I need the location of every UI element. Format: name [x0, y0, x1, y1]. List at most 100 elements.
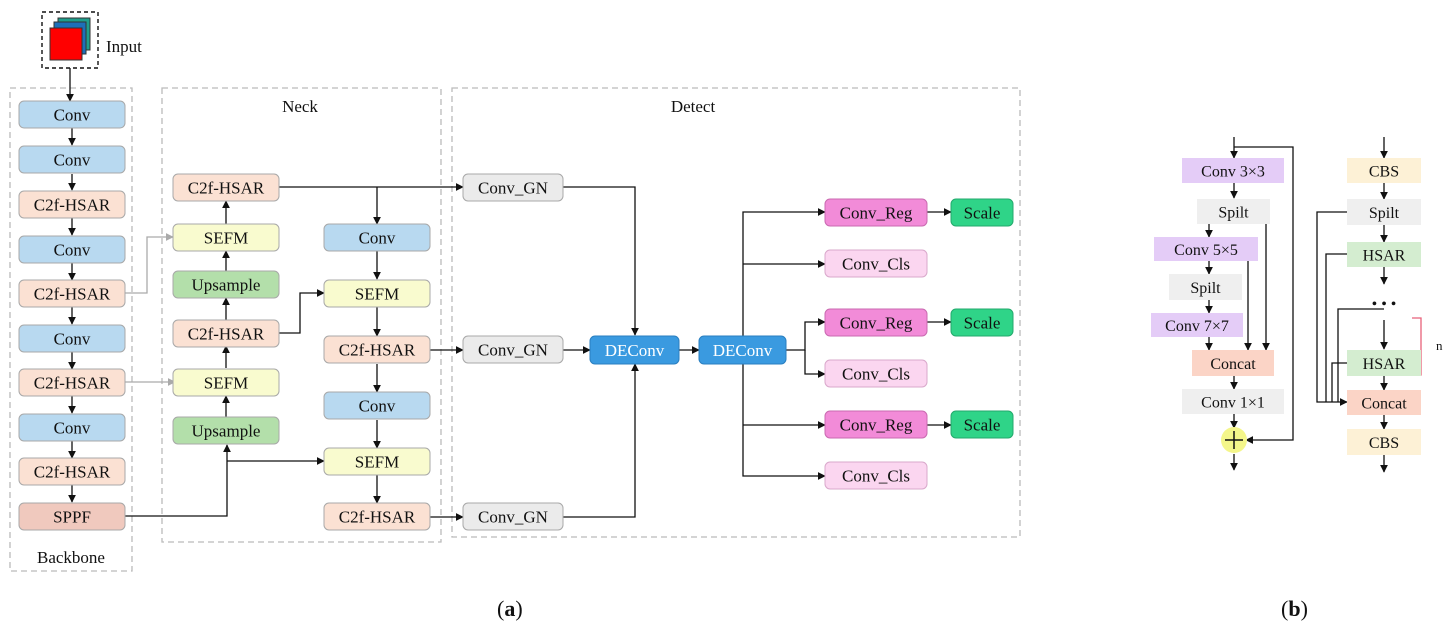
- backbone-block-7: Conv: [18, 413, 126, 442]
- hsar-conv5-label: Conv 5×5: [1174, 242, 1238, 259]
- blocks: ConvConvC2f-HSARConvC2f-HSARConvC2f-HSAR…: [18, 100, 1421, 531]
- backbone-block-4-label: C2f-HSAR: [34, 285, 111, 304]
- conv-gn-0: Conv_GN: [462, 173, 564, 202]
- hsar-conv1-label: Conv 1×1: [1201, 395, 1265, 412]
- backbone-frame: [9, 87, 133, 572]
- neck-left-block-5-label: Upsample: [192, 422, 261, 441]
- neck-right-block-2: C2f-HSAR: [323, 335, 431, 364]
- c2f-concat-label: Concat: [1361, 396, 1407, 413]
- neck-left-block-3-label: C2f-HSAR: [188, 325, 265, 344]
- backbone-block-4: C2f-HSAR: [18, 279, 126, 308]
- neck-right-block-5-label: C2f-HSAR: [339, 508, 416, 527]
- neck-right-block-5: C2f-HSAR: [323, 502, 431, 531]
- neck-left-block-2: Upsample: [172, 270, 280, 299]
- neck-left-block-2-label: Upsample: [192, 276, 261, 295]
- scale-0-label: Scale: [964, 204, 1001, 223]
- hsar-split-1: Spilt: [1169, 274, 1242, 300]
- backbone-block-5-label: Conv: [54, 330, 91, 349]
- backbone-block-1-label: Conv: [54, 151, 91, 170]
- neck-right-block-2-label: C2f-HSAR: [339, 341, 416, 360]
- conv-reg-0-label: Conv_Reg: [840, 204, 913, 223]
- neck-right-block-0: Conv: [323, 223, 431, 252]
- backbone-block-7-label: Conv: [54, 419, 91, 438]
- backbone-block-0: Conv: [18, 100, 126, 129]
- backbone-block-3-label: Conv: [54, 241, 91, 260]
- n-label: n: [1436, 338, 1443, 353]
- deconv-0: DEConv: [589, 335, 680, 365]
- hsar-conv1: Conv 1×1: [1182, 389, 1284, 414]
- neck-title: Neck: [282, 97, 318, 116]
- hsar-split-0: Spilt: [1197, 199, 1270, 224]
- scale-1: Scale: [950, 308, 1014, 337]
- backbone-block-2: C2f-HSAR: [18, 190, 126, 219]
- conv-reg-0: Conv_Reg: [824, 198, 928, 227]
- conv-gn-1-label: Conv_GN: [478, 341, 548, 360]
- conv-cls-2-label: Conv_Cls: [842, 467, 910, 486]
- backbone-block-6-label: C2f-HSAR: [34, 374, 111, 393]
- scale-1-label: Scale: [964, 314, 1001, 333]
- neck-right-block-4-label: SEFM: [355, 453, 399, 472]
- conv-gn-0-label: Conv_GN: [478, 179, 548, 198]
- hsar-concat-label: Concat: [1210, 356, 1256, 373]
- c2f-cbs-0-label: CBS: [1369, 164, 1399, 181]
- backbone-block-8: C2f-HSAR: [18, 457, 126, 486]
- input-icon: [41, 11, 99, 69]
- neck-right-block-3: Conv: [323, 391, 431, 420]
- conv-cls-2: Conv_Cls: [824, 461, 928, 490]
- input-label: Input: [106, 37, 142, 56]
- deconv-1-label: DEConv: [713, 341, 773, 360]
- detect-frame: [451, 87, 1021, 538]
- hsar-split-1-label: Spilt: [1190, 280, 1221, 297]
- backbone-block-9-label: SPPF: [53, 508, 91, 527]
- neck-left-block-4: SEFM: [172, 368, 280, 397]
- hsar-conv3-label: Conv 3×3: [1201, 164, 1265, 181]
- detect-title: Detect: [671, 97, 716, 116]
- neck-right-block-1-label: SEFM: [355, 285, 399, 304]
- backbone-block-3: Conv: [18, 235, 126, 264]
- conv-gn-2-label: Conv_GN: [478, 508, 548, 527]
- backbone-block-1: Conv: [18, 145, 126, 174]
- neck-left-block-0: C2f-HSAR: [172, 173, 280, 202]
- neck-left-block-5: Upsample: [172, 416, 280, 445]
- c2f-hsar-0-label: HSAR: [1363, 248, 1406, 265]
- neck-frame: [161, 87, 442, 543]
- neck-left-block-1-label: SEFM: [204, 229, 248, 248]
- conv-reg-2: Conv_Reg: [824, 410, 928, 439]
- hsar-conv7: Conv 7×7: [1151, 313, 1243, 337]
- neck-right-block-0-label: Conv: [359, 229, 396, 248]
- scale-2: Scale: [950, 410, 1014, 439]
- caption-b: (b): [1281, 596, 1308, 621]
- conv-gn-1: Conv_GN: [462, 335, 564, 364]
- neck-left-block-3: C2f-HSAR: [172, 319, 280, 348]
- backbone-block-6: C2f-HSAR: [18, 368, 126, 397]
- backbone-title: Backbone: [37, 548, 105, 567]
- c2f-cbs-0: CBS: [1347, 158, 1421, 183]
- conv-cls-1-label: Conv_Cls: [842, 365, 910, 384]
- c2f-hsar-n: HSAR: [1347, 350, 1421, 376]
- c2f-concat: Concat: [1347, 390, 1421, 415]
- hsar-conv7-label: Conv 7×7: [1165, 318, 1229, 335]
- c2f-split: Spilt: [1347, 199, 1421, 225]
- conv-reg-2-label: Conv_Reg: [840, 416, 913, 435]
- scale-0: Scale: [950, 198, 1014, 227]
- conv-reg-1: Conv_Reg: [824, 308, 928, 337]
- conv-cls-0-label: Conv_Cls: [842, 255, 910, 274]
- add-node: [1221, 427, 1247, 453]
- c2f-ellipsis: • • •: [1372, 296, 1397, 313]
- hsar-split-0-label: Spilt: [1218, 205, 1249, 222]
- caption-a: (a): [497, 596, 523, 621]
- c2f-hsar-0: HSAR: [1347, 242, 1421, 267]
- backbone-block-9: SPPF: [18, 502, 126, 531]
- backbone-block-8-label: C2f-HSAR: [34, 463, 111, 482]
- c2f-split-label: Spilt: [1369, 205, 1400, 222]
- neck-right-block-3-label: Conv: [359, 397, 396, 416]
- conv-cls-1: Conv_Cls: [824, 359, 928, 388]
- c2f-hsar-n-label: HSAR: [1363, 356, 1406, 373]
- conv-reg-1-label: Conv_Reg: [840, 314, 913, 333]
- neck-right-block-4: SEFM: [323, 447, 431, 476]
- deconv-1: DEConv: [698, 335, 787, 365]
- hsar-conv3: Conv 3×3: [1182, 158, 1284, 183]
- neck-right-block-1: SEFM: [323, 279, 431, 308]
- hsar-conv5: Conv 5×5: [1154, 237, 1258, 261]
- conv-cls-0: Conv_Cls: [824, 249, 928, 278]
